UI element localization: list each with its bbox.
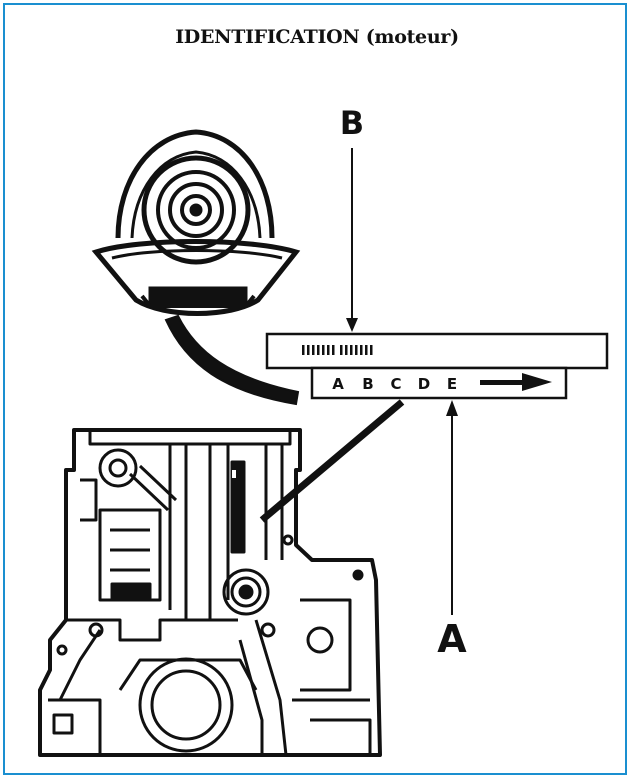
magnifier-leader: [164, 314, 300, 406]
label-b: B: [340, 104, 364, 142]
plate-barcode-marks: [302, 345, 373, 355]
plate-leader-line: [259, 399, 405, 523]
plate-letter-d: D: [418, 375, 430, 393]
label-a: A: [437, 617, 467, 661]
identification-plate: A B C D E: [265, 332, 609, 400]
engine-block-drawing: [38, 428, 382, 757]
plate-letter-a: A: [332, 375, 344, 393]
pointer-a: [446, 400, 458, 615]
plate-letter-c: C: [390, 375, 401, 393]
plate-letter-e: E: [447, 375, 457, 393]
plate-direction-arrow-icon: [480, 373, 552, 391]
magnifier-detail: [91, 129, 301, 316]
pointer-b: [346, 148, 358, 332]
plate-letter-b: B: [362, 375, 373, 393]
diagram-title: IDENTIFICATION (moteur): [175, 26, 459, 48]
